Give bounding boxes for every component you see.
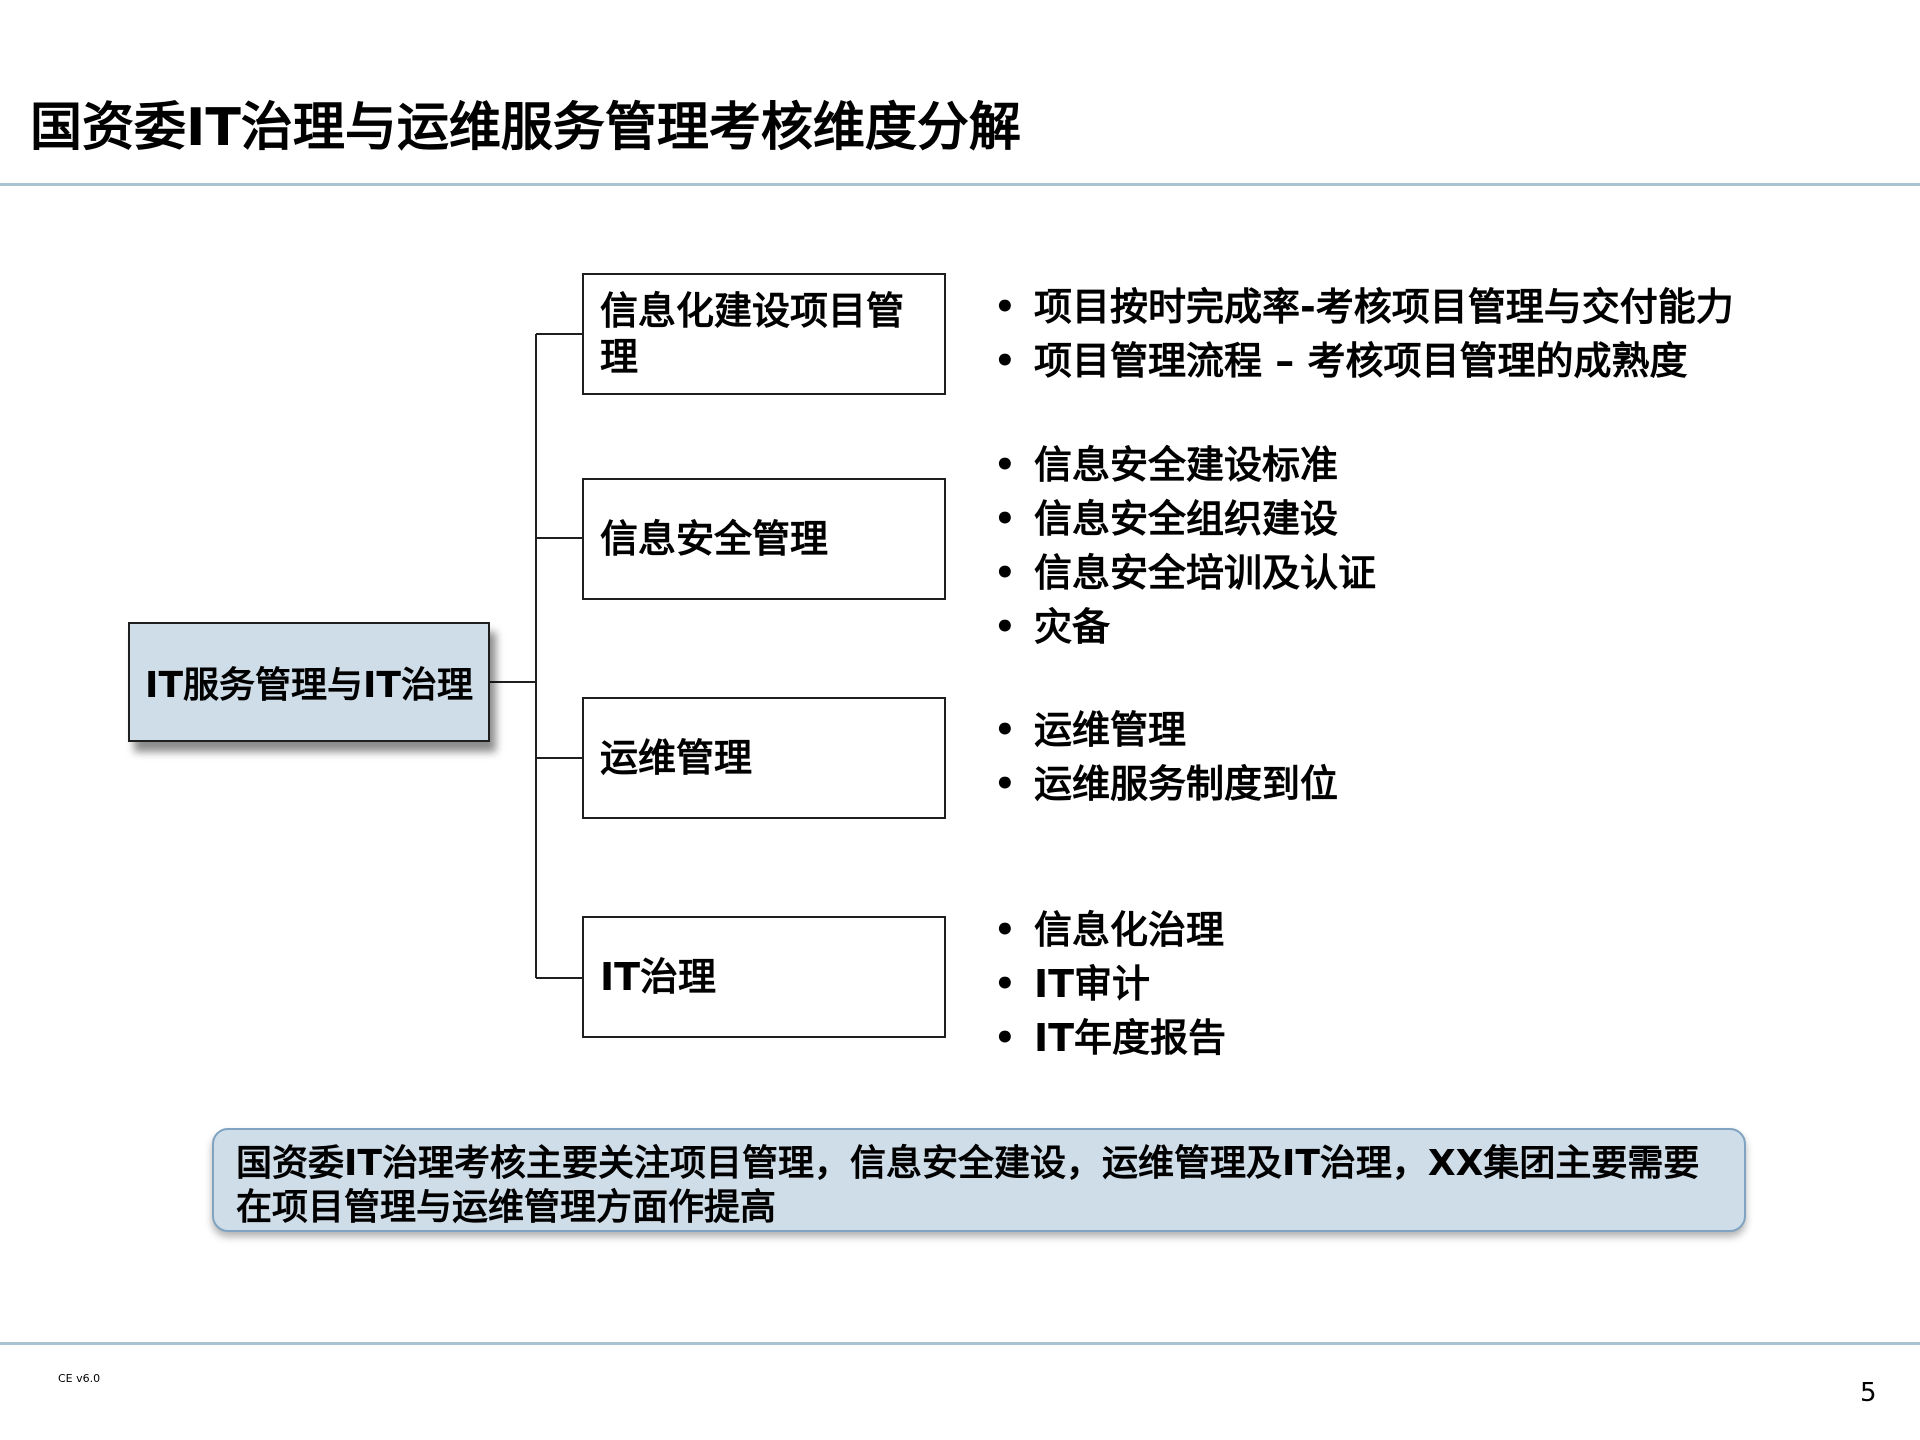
bullet-item: 信息安全培训及认证: [990, 546, 1376, 600]
bullet-item: 信息化治理: [990, 903, 1226, 957]
bullet-list-operations-management: 运维管理 运维服务制度到位: [990, 703, 1338, 811]
footer-divider: [0, 1342, 1920, 1345]
bullet-item: IT审计: [990, 957, 1226, 1011]
bullet-item: 项目按时完成率-考核项目管理与交付能力: [990, 280, 1734, 334]
branch-node-label: 信息化建设项目管理: [600, 289, 905, 379]
summary-text: 国资委IT治理考核主要关注项目管理，信息安全建设，运维管理及IT治理，XX集团主…: [236, 1143, 1700, 1228]
bullet-list-it-governance: 信息化治理 IT审计 IT年度报告: [990, 903, 1226, 1065]
bullet-item: 灾备: [990, 600, 1376, 654]
root-node-label: IT服务管理与IT治理: [145, 665, 473, 706]
branch-node-label: 运维管理: [600, 736, 753, 780]
branch-node-label: IT治理: [600, 955, 717, 999]
bullet-item: 项目管理流程 – 考核项目管理的成熟度: [990, 334, 1734, 388]
page-title: 国资委IT治理与运维服务管理考核维度分解: [30, 98, 1021, 158]
header-divider: [0, 183, 1920, 186]
branch-node-security-management: 信息安全管理: [582, 478, 946, 600]
version-label: CE v6.0: [58, 1372, 101, 1385]
branch-node-label: 信息安全管理: [600, 517, 829, 561]
bullet-item: 信息安全组织建设: [990, 492, 1376, 546]
root-node: IT服务管理与IT治理: [128, 622, 490, 742]
branch-node-it-governance: IT治理: [582, 916, 946, 1038]
branch-node-project-management: 信息化建设项目管理: [582, 273, 946, 395]
bullet-item: 信息安全建设标准: [990, 438, 1376, 492]
bullet-list-security-management: 信息安全建设标准 信息安全组织建设 信息安全培训及认证 灾备: [990, 438, 1376, 654]
bullet-list-project-management: 项目按时完成率-考核项目管理与交付能力 项目管理流程 – 考核项目管理的成熟度: [990, 280, 1734, 388]
bullet-item: 运维管理: [990, 703, 1338, 757]
page-number: 5: [1860, 1378, 1877, 1408]
summary-callout: 国资委IT治理考核主要关注项目管理，信息安全建设，运维管理及IT治理，XX集团主…: [212, 1128, 1746, 1232]
bullet-item: 运维服务制度到位: [990, 757, 1338, 811]
branch-node-operations-management: 运维管理: [582, 697, 946, 819]
bullet-item: IT年度报告: [990, 1011, 1226, 1065]
